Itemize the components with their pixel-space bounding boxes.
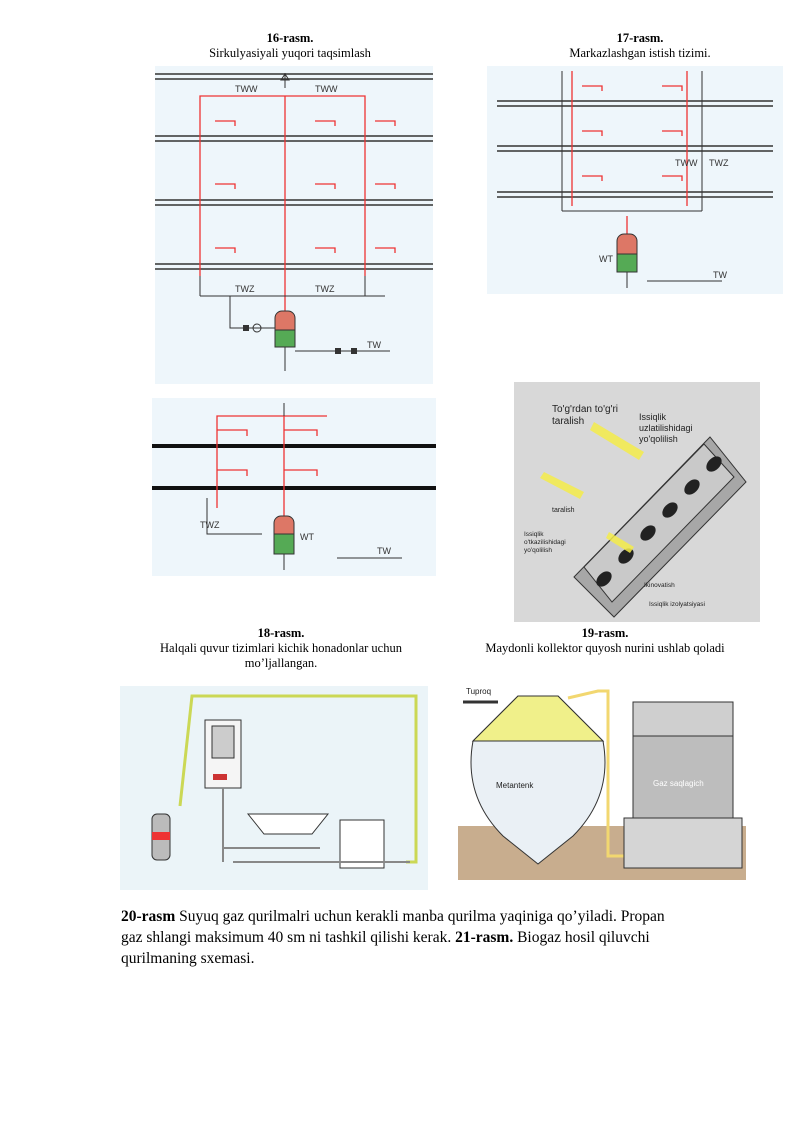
fig17-diagram: TWW TWZ WT TW (487, 66, 783, 294)
text-part2: Biogaz hosil qiluvchi qurilmaning sxemas… (121, 929, 650, 967)
fig16-number: 16-rasm. (266, 31, 314, 45)
fig19-number: 19-rasm. (581, 626, 629, 640)
fig16-label-twz1: TWZ (235, 284, 255, 294)
fig18-label-tw: TW (377, 546, 391, 556)
fig19-label-scatter: taralish (552, 507, 575, 514)
ref-fig20: 20-rasm (121, 908, 176, 925)
fig18-title-2: mo’ljallangan. (244, 656, 318, 670)
fig19-label-direct-1: To'g'rdan to'g'ri (552, 404, 618, 415)
fig17-caption: 17-rasm. Markazlashgan istish tizimi. (500, 31, 780, 61)
fig19-label-loss-1: Issiqlik (524, 531, 544, 538)
fig17-label-twz: TWZ (709, 158, 729, 168)
fig19-diagram: To'g'rdan to'g'ri taralish Issiqlik uzla… (514, 382, 760, 622)
fig16-label-twz2: TWZ (315, 284, 335, 294)
description-paragraph: 20-rasm Suyuq gaz qurilmalri uchun kerak… (121, 906, 681, 969)
fig16-label-tww1: TWW (235, 84, 258, 94)
fig19-label-absorb-3: yo'qolilish (639, 434, 678, 444)
fig16-label-tww2: TWW (315, 84, 338, 94)
fig17-title: Markazlashgan istish tizimi. (569, 46, 711, 60)
fig18-title-1: Halqali quvur tizimlari kichik honadonla… (160, 641, 402, 655)
fig18-number: 18-rasm. (257, 626, 305, 640)
fig20-diagram (120, 686, 428, 890)
text-part1: Suyuq gaz qurilmalri uchun kerakli manba… (121, 908, 665, 946)
fig21-diagram: Tuproq Metantenk Gaz saqlagich (458, 686, 746, 880)
fig17-label-wt: WT (599, 254, 613, 264)
fig19-label-loss-2: o'tkazilishidagi (524, 539, 566, 546)
fig21-label-tank: Metantenk (496, 781, 534, 790)
fig17-number: 17-rasm. (616, 31, 664, 45)
fig17-label-tww: TWW (675, 158, 698, 168)
fig18-label-wt: WT (300, 532, 314, 542)
fig18-caption: 18-rasm. Halqali quvur tizimlari kichik … (145, 626, 417, 671)
fig16-caption: 16-rasm. Sirkulyasiyali yuqori taqsimlas… (150, 31, 430, 61)
fig19-label-reflect: Ikinovatish (644, 582, 675, 589)
fig16-diagram: TWW TWW TWZ TWZ TW (155, 66, 433, 384)
fig21-label-pipe: Tuproq (466, 687, 491, 696)
fig21-label-storage: Gaz saqlagich (653, 779, 704, 788)
fig18-label-twz: TWZ (200, 520, 220, 530)
fig18-diagram: TWZ WT TW (152, 398, 436, 576)
fig17-label-tw: TW (713, 270, 727, 280)
fig19-title: Maydonli kollektor quyosh nurini ushlab … (485, 641, 725, 655)
fig19-caption: 19-rasm. Maydonli kollektor quyosh nurin… (470, 626, 740, 656)
fig19-label-absorb-1: Issiqlik (639, 412, 667, 422)
fig19-label-insulation: Issiqlik izolyatsiyasi (649, 601, 705, 608)
fig19-label-loss-3: yo'qolilish (524, 547, 552, 554)
ref-fig21: 21-rasm. (455, 929, 514, 946)
fig19-label-direct-2: taralish (552, 416, 584, 427)
fig16-label-tw: TW (367, 340, 381, 350)
fig19-label-absorb-2: uzlatilishidagi (639, 423, 693, 433)
fig16-title: Sirkulyasiyali yuqori taqsimlash (209, 46, 371, 60)
